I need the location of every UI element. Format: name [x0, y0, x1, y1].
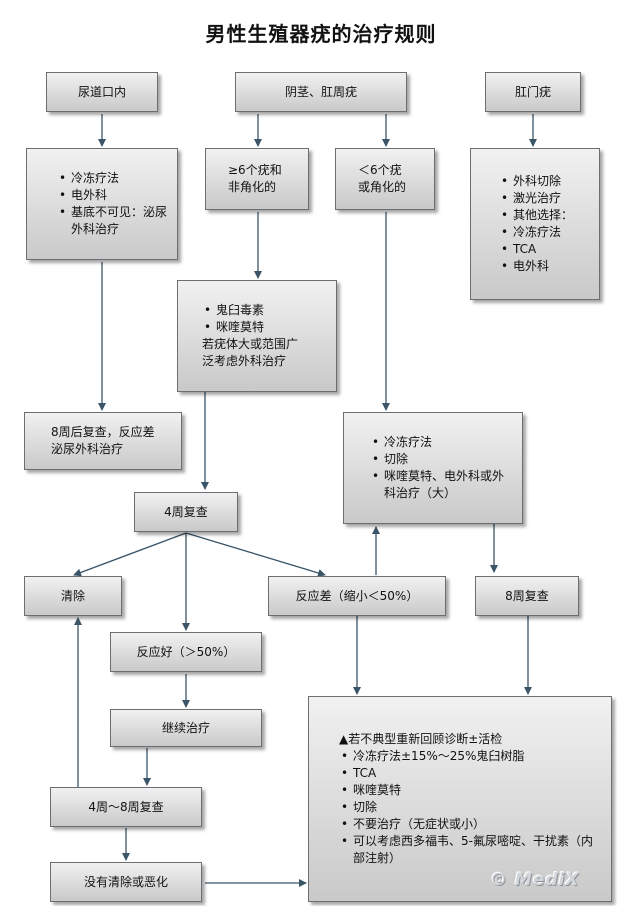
box-anal: 肛门疣: [485, 72, 581, 112]
week4-label: 4周复查: [164, 504, 208, 519]
arrow-week4-to-cleared: [73, 532, 187, 577]
box-poor-response: 反应差（缩小＜50%）: [268, 576, 446, 616]
urethra-tx-item: 基底不可见：泌尿外科治疗: [57, 204, 167, 238]
urethra-followup-text: 8周后复查，反应差泌尿外科治疗: [51, 425, 155, 456]
lt6-tx-item: 切除: [370, 451, 512, 468]
final-item: 咪喹莫特: [339, 782, 597, 799]
final-header: ▲若不典型重新回顾诊断±活检: [339, 732, 503, 746]
continue-label: 继续治疗: [161, 720, 210, 735]
ge6-line: 非角化的: [228, 180, 277, 194]
not-cleared-label: 没有清除或恶化: [83, 874, 168, 889]
box-urethra: 尿道口内: [46, 72, 158, 112]
box-urethra-treatment: 冷冻疗法 电外科 基底不可见：泌尿外科治疗: [26, 148, 178, 260]
ge6-tx-item: 鬼臼毒素: [202, 302, 326, 319]
box-week4-8: 4周～8周复查: [50, 787, 202, 827]
lt6-line: ＜6个疣: [358, 163, 402, 177]
final-item: 不要治疗（无症状或小）: [339, 816, 597, 833]
urethra-tx-item: 冷冻疗法: [57, 170, 167, 187]
diagram-title: 男性生殖器疣的治疗规则: [205, 22, 437, 46]
ge6-line: ≥6个疣和: [228, 163, 282, 177]
box-lt6: ＜6个疣 或角化的: [335, 148, 435, 210]
final-item: 切除: [339, 799, 597, 816]
anal-tx-item: TCA: [499, 241, 589, 258]
week4-8-label: 4周～8周复查: [88, 799, 164, 814]
box-ge6: ≥6个疣和 非角化的: [205, 148, 309, 210]
anal-tx-item: 电外科: [499, 258, 589, 275]
box-not-cleared: 没有清除或恶化: [50, 862, 202, 902]
lt6-tx-item: 咪喹莫特、电外科或外科治疗（大）: [370, 468, 512, 502]
cleared-label: 清除: [60, 588, 85, 603]
box-week8: 8周复查: [475, 576, 579, 616]
final-item: TCA: [339, 765, 597, 782]
medix-logo: © MediX: [490, 870, 580, 890]
ge6-tx-note: 泛考虑外科治疗: [202, 354, 287, 368]
final-item: 可以考虑西多福韦、5-氟尿嘧啶、干扰素（内部注射）: [339, 833, 597, 867]
box-good-response: 反应好（＞50%）: [110, 632, 262, 672]
good-response-label: 反应好（＞50%）: [136, 644, 236, 659]
box-urethra-label: 尿道口内: [77, 84, 126, 99]
poor-response-label: 反应差（缩小＜50%）: [295, 588, 419, 603]
anal-tx-item: 冷冻疗法: [499, 224, 589, 241]
box-urethra-followup: 8周后复查，反应差泌尿外科治疗: [24, 412, 182, 470]
ge6-tx-note: 若疣体大或范围广: [202, 337, 299, 351]
box-penile-label: 阴茎、肛周疣: [284, 84, 357, 99]
urethra-tx-item: 电外科: [57, 187, 167, 204]
week8-label: 8周复查: [505, 588, 549, 603]
box-anal-label: 肛门疣: [514, 84, 551, 99]
ge6-tx-item: 咪喹莫特: [202, 319, 326, 336]
arrow-week4-to-poor: [185, 532, 326, 577]
lt6-tx-item: 冷冻疗法: [370, 434, 512, 451]
box-final-options: ▲若不典型重新回顾诊断±活检 冷冻疗法±15%～25%鬼臼树脂 TCA 咪喹莫特…: [308, 696, 612, 902]
box-continue: 继续治疗: [110, 709, 262, 747]
box-anal-treatment: 外科切除 激光治疗 其他选择： 冷冻疗法 TCA 电外科: [470, 148, 600, 300]
box-lt6-treatment: 冷冻疗法 切除 咪喹莫特、电外科或外科治疗（大）: [343, 412, 523, 524]
box-week4: 4周复查: [134, 492, 238, 532]
anal-tx-item: 激光治疗: [499, 190, 589, 207]
box-ge6-treatment: 鬼臼毒素 咪喹莫特 若疣体大或范围广 泛考虑外科治疗: [177, 280, 337, 392]
box-penile: 阴茎、肛周疣: [235, 72, 407, 112]
lt6-line: 或角化的: [358, 180, 407, 194]
box-cleared: 清除: [24, 576, 122, 616]
anal-tx-item: 外科切除: [499, 173, 589, 190]
anal-tx-item: 其他选择：: [499, 207, 589, 224]
final-item: 冷冻疗法±15%～25%鬼臼树脂: [339, 748, 597, 765]
